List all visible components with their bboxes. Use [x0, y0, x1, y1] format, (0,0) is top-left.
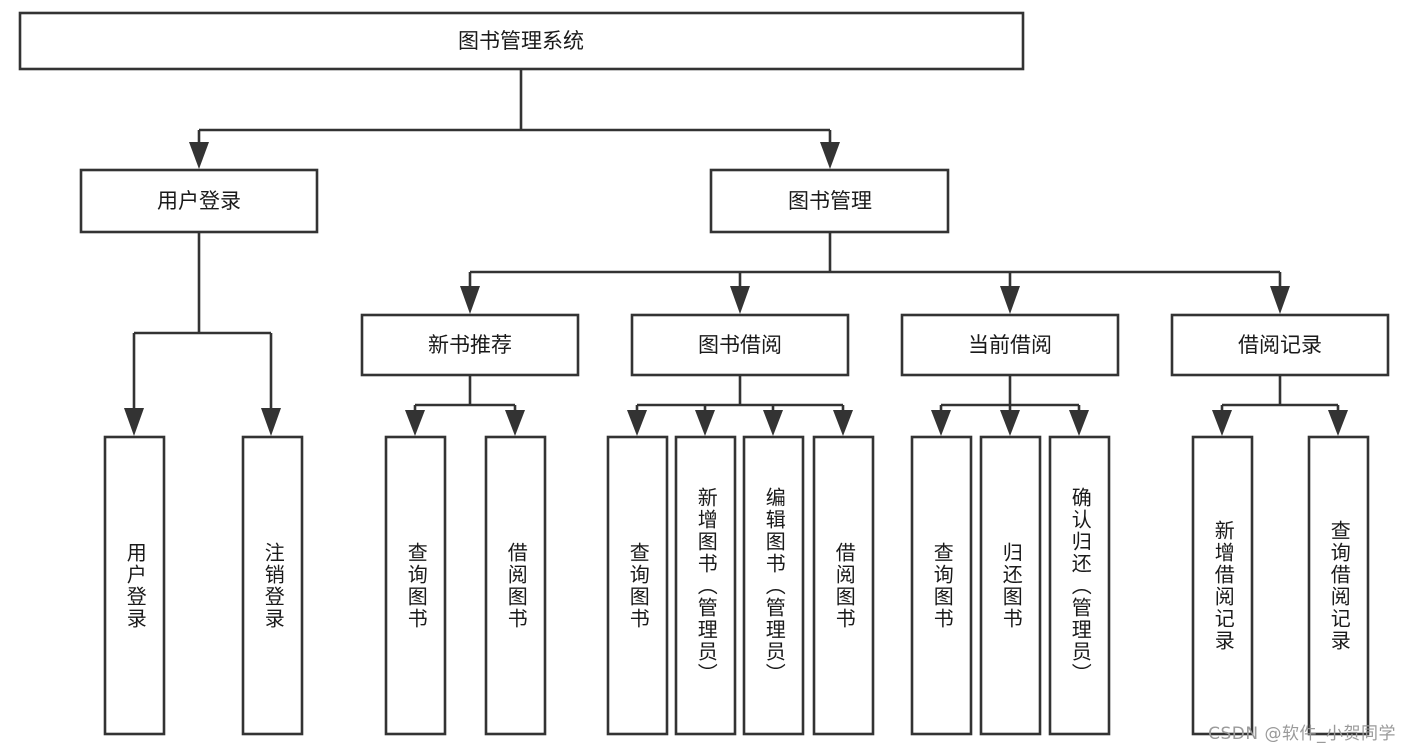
arrow-head-level3-1	[460, 286, 480, 314]
leaf-box-book-borrow-3[interactable]	[742, 435, 805, 736]
book-management-box-rect	[709, 168, 950, 234]
current-borrow-box-rect	[900, 313, 1120, 377]
leaf-box-user-login-1[interactable]	[103, 435, 166, 736]
leaf-box-new-book-2[interactable]	[484, 435, 547, 736]
new-book-recommend-box-rect	[360, 313, 580, 377]
leaf-box-borrow-record-2[interactable]	[1307, 435, 1370, 736]
leaf-box-book-borrow-2[interactable]	[674, 435, 737, 736]
borrow-record-box-rect	[1170, 313, 1390, 377]
arrow-head-currentborrow-3	[1069, 410, 1089, 436]
leaf-box-borrow-record-1[interactable]	[1191, 435, 1254, 736]
leaf-box-current-borrow-2[interactable]	[979, 435, 1042, 736]
book-management-box-label: 图书管理	[788, 189, 872, 213]
arrow-head-currentborrow-2	[1000, 410, 1020, 436]
arrow-head-borrowrecord-2	[1328, 410, 1348, 436]
node-new-book-recommend[interactable]: 新书推荐	[360, 313, 580, 377]
node-user-login[interactable]: 用户登录	[79, 168, 319, 234]
arrow-head-userlogin-2	[261, 408, 281, 436]
arrow-head-bookborrow-2	[695, 410, 715, 436]
arrow-head-level2-2	[820, 142, 840, 169]
arrow-head-level3-2	[730, 286, 750, 314]
node-book-borrow[interactable]: 图书借阅	[630, 313, 850, 377]
new-book-recommend-box-label: 新书推荐	[428, 333, 512, 357]
csdn-watermark: CSDN @软件_小贺同学	[1208, 724, 1396, 744]
book-borrow-box-rect	[630, 313, 850, 377]
current-borrow-box-label: 当前借阅	[968, 333, 1052, 357]
borrow-record-box-label: 借阅记录	[1238, 333, 1322, 357]
leaf-box-user-login-2[interactable]	[241, 435, 304, 736]
root-box-label: 图书管理系统	[458, 29, 584, 53]
arrow-head-bookborrow-4	[833, 410, 853, 436]
node-borrow-record[interactable]: 借阅记录	[1170, 313, 1390, 377]
arrow-head-userlogin-1	[124, 408, 144, 436]
leaf-box-new-book-1[interactable]	[384, 435, 447, 736]
node-current-borrow[interactable]: 当前借阅	[900, 313, 1120, 377]
leaf-box-book-borrow-1[interactable]	[606, 435, 669, 736]
arrow-head-level3-4	[1270, 286, 1290, 314]
arrow-head-newbook-1	[405, 410, 425, 436]
arrow-head-bookborrow-1	[627, 410, 647, 436]
node-root[interactable]: 图书管理系统	[18, 11, 1025, 71]
user-login-box-label: 用户登录	[157, 189, 241, 213]
arrow-head-level2-1	[189, 142, 209, 169]
node-book-management[interactable]: 图书管理	[709, 168, 950, 234]
arrow-head-currentborrow-1	[931, 410, 951, 436]
arrow-head-bookborrow-3	[763, 410, 783, 436]
leaf-box-current-borrow-1[interactable]	[910, 435, 973, 736]
leaf-box-book-borrow-4[interactable]	[812, 435, 875, 736]
leaf-box-current-borrow-3[interactable]	[1048, 435, 1111, 736]
book-borrow-box-label: 图书借阅	[698, 333, 782, 357]
arrow-head-borrowrecord-1	[1212, 410, 1232, 436]
arrow-head-newbook-2	[505, 410, 525, 436]
arrow-head-level3-3	[1000, 286, 1020, 314]
root-box-rect	[18, 11, 1025, 71]
